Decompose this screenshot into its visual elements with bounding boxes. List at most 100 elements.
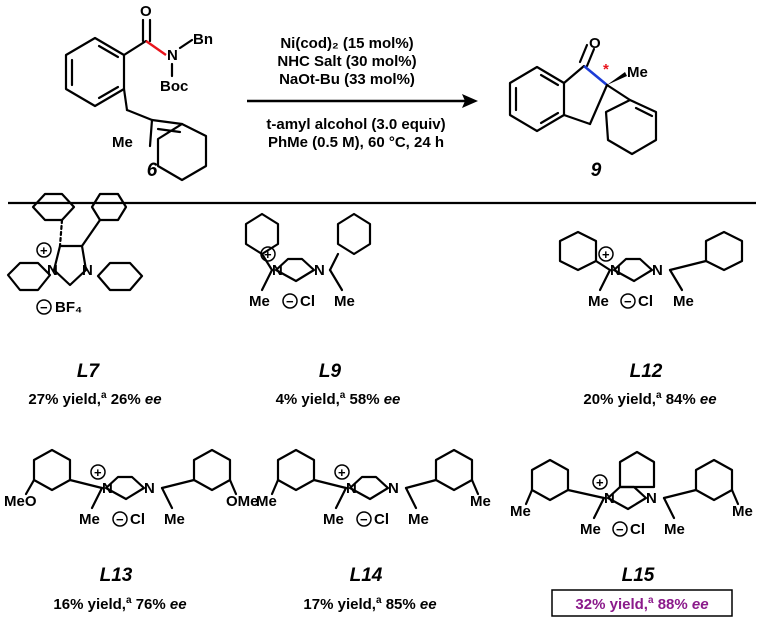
svg-text:−: − [616, 522, 624, 537]
svg-text:Me: Me [580, 521, 601, 538]
svg-text:N: N [314, 262, 325, 279]
l13-imidazolium-ring [104, 475, 146, 501]
stereocenter-mark: * [603, 61, 609, 78]
condition-catalyst: Ni(cod)₂ (15 mol%) [280, 35, 413, 52]
ligand-L13: MeO OMe N N + Me Me − Cl L13 16% yield,a… [4, 448, 259, 613]
l12-result: 20% yield,a 84% ee [583, 390, 716, 408]
svg-text:−: − [360, 512, 368, 527]
svg-text:Me: Me [334, 293, 355, 310]
substrate-benzene-ring [64, 36, 126, 108]
reaction-conditions: Ni(cod)₂ (15 mol%) NHC Salt (30 mol%) Na… [247, 35, 478, 151]
l7-imidazolinium-ring [52, 244, 88, 287]
bn-label: Bn [193, 31, 213, 48]
svg-text:N: N [144, 480, 155, 497]
l15-aryl-left [530, 458, 570, 502]
l15-fused-benzo-ring [618, 450, 656, 489]
ligand-L9: N N + Me Me − Cl L9 4% yield,a 58% ee [244, 212, 401, 408]
l12-cyclohexyl-left [558, 230, 598, 272]
l9-phenyl-left [244, 212, 280, 256]
l15-label: L15 [622, 565, 655, 586]
svg-text:N: N [272, 262, 283, 279]
substrate-number: 6 [147, 160, 158, 181]
l15-result: 32% yield,a 88% ee [575, 595, 708, 613]
svg-text:Me: Me [256, 493, 277, 510]
substrate-me-label: Me [112, 134, 133, 151]
product-o-label: O [589, 35, 601, 52]
l7-cyclohexyl-left [6, 261, 52, 292]
l14-imidazolium-ring [348, 475, 390, 501]
product-number: 9 [591, 160, 602, 181]
l12-cyclohexyl-right [704, 230, 744, 272]
l9-counterion: Cl [300, 293, 315, 310]
svg-text:Me: Me [249, 293, 270, 310]
l13-aryl-left [32, 448, 72, 492]
ligand-L7: N N + − BF₄ L7 27% yield,a 26% ee [6, 192, 162, 408]
l13-ome-label: OMe [226, 493, 259, 510]
svg-text:Me: Me [588, 293, 609, 310]
svg-text:Me: Me [408, 511, 429, 528]
svg-text:+: + [40, 243, 48, 258]
ligand-L14: Me Me N N + Me Me − Cl L14 17% yield,a 8… [256, 448, 491, 613]
svg-text:Me: Me [732, 503, 753, 520]
l13-label: L13 [100, 565, 133, 586]
l15-counterion: Cl [630, 521, 645, 538]
svg-text:Me: Me [664, 521, 685, 538]
l15-benzimidazolium-ring [606, 485, 648, 511]
product-benzene-ring [508, 65, 566, 133]
substrate-n-label: N [167, 47, 178, 64]
l7-counterion: BF₄ [55, 299, 82, 316]
svg-text:−: − [116, 512, 124, 527]
l14-result: 17% yield,a 85% ee [303, 595, 436, 613]
svg-text:−: − [40, 300, 48, 315]
l7-result: 27% yield,a 26% ee [28, 390, 161, 408]
svg-text:N: N [102, 480, 113, 497]
svg-text:N: N [604, 490, 615, 507]
svg-text:+: + [94, 465, 102, 480]
l7-cyclohexyl-right [96, 261, 144, 292]
product-9: O Me * 9 [508, 35, 658, 181]
me-wedge [607, 72, 627, 85]
l13-result: 16% yield,a 76% ee [53, 595, 186, 613]
acyl-cn-bond [145, 40, 167, 56]
new-cc-bond [583, 64, 608, 87]
svg-text:Me: Me [510, 503, 531, 520]
l12-counterion: Cl [638, 293, 653, 310]
ligand-L15: Me Me N N + Me Me − Cl L15 32% yield,a 8… [510, 450, 753, 617]
substrate-o-label: O [140, 3, 152, 20]
l9-label: L9 [319, 361, 342, 382]
l13-counterion: Cl [130, 511, 145, 528]
condition-solvent-temp: PhMe (0.5 M), 60 °C, 24 h [268, 134, 444, 151]
svg-text:Me: Me [164, 511, 185, 528]
l9-imidazolium-ring [274, 257, 316, 283]
svg-text:Me: Me [673, 293, 694, 310]
svg-text:+: + [264, 247, 272, 262]
l9-phenyl-right [336, 212, 372, 256]
svg-text:N: N [646, 490, 657, 507]
l7-phenyl-ring-right [90, 192, 128, 222]
svg-text:−: − [624, 294, 632, 309]
l13-aryl-right [192, 448, 232, 492]
l15-aryl-right [694, 458, 734, 502]
substrate-cyclohexane-ring [156, 122, 208, 182]
l13-meo-label: MeO [4, 493, 37, 510]
l12-imidazolium-ring [612, 257, 654, 283]
boc-label: Boc [160, 78, 188, 95]
svg-text:Me: Me [79, 511, 100, 528]
svg-text:Me: Me [323, 511, 344, 528]
svg-text:−: − [286, 294, 294, 309]
l9-result: 4% yield,a 58% ee [276, 390, 401, 408]
product-cyclohexene-ring [604, 98, 658, 156]
svg-text:+: + [602, 247, 610, 262]
reaction-arrow-head [462, 94, 478, 108]
svg-text:N: N [47, 262, 58, 279]
l7-plus-charge [36, 242, 52, 258]
l12-label: L12 [630, 361, 663, 382]
l14-counterion: Cl [374, 511, 389, 528]
product-me-label: Me [627, 64, 648, 81]
l14-aryl-right [434, 448, 474, 492]
l14-label: L14 [350, 565, 383, 586]
svg-text:N: N [610, 262, 621, 279]
condition-base: NaOt-Bu (33 mol%) [279, 71, 415, 88]
condition-nhc-salt: NHC Salt (30 mol%) [277, 53, 416, 70]
